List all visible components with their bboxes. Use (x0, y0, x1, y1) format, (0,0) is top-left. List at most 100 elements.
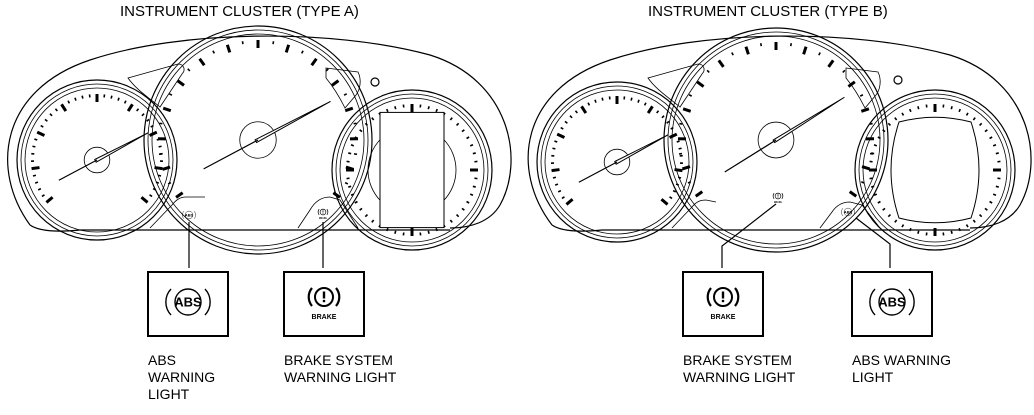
needle-hub (603, 148, 631, 176)
gauge-tick (348, 185, 352, 188)
cluster-a-title: INSTRUMENT CLUSTER (TYPE A) (120, 3, 359, 20)
gauge-bezel-inner (540, 85, 694, 239)
gauge-tick (706, 69, 710, 73)
gauge-tick (168, 93, 173, 96)
gauge-tick (427, 230, 430, 234)
gauge-tick (992, 193, 997, 196)
gauge-bezel-inner (147, 29, 369, 251)
brake-warning-label-b: BRAKE SYSTEM WARNING LIGHT (683, 352, 796, 385)
gauge-tick (965, 224, 969, 228)
gauge-tick (455, 122, 460, 127)
gauge-tick (148, 130, 158, 137)
gauge-tick (978, 122, 983, 127)
gauge-tick (871, 152, 875, 155)
gauge-tick (679, 122, 683, 125)
needle-hub (239, 121, 277, 159)
gauge-tick (36, 130, 46, 137)
gauge-tick (660, 198, 669, 206)
gauge-tick (187, 68, 191, 72)
brake-warning-icon: BRAKE (307, 287, 341, 321)
gauge-tick (717, 59, 725, 68)
gauge-tick (472, 152, 476, 155)
gauge-tick (989, 136, 993, 140)
gauge-tick (344, 106, 354, 113)
gauge-tick (159, 122, 163, 125)
gauge-tick (978, 213, 983, 218)
gauge-tick (901, 224, 905, 228)
abs-icon-circle (174, 288, 202, 316)
gauge-tick (672, 189, 677, 193)
gauge-tick (687, 181, 692, 184)
speedometer-gauge (143, 25, 373, 255)
abs-warning-icon: ABS (165, 288, 211, 316)
cluster-housing (7, 35, 512, 229)
gauge-tick (682, 107, 692, 113)
gauge-tick (630, 97, 633, 101)
leader-line-abs (855, 217, 891, 268)
indicator-panel-right (297, 196, 359, 229)
gauge-face (339, 97, 485, 243)
gauge-tick (848, 190, 858, 198)
gauge-tick (146, 118, 150, 122)
gauge-bezel-inner (335, 93, 489, 247)
gauge-tick (158, 145, 162, 148)
multi-info-display (379, 111, 445, 229)
leader-line-brake (721, 203, 777, 268)
gauge-needle (254, 101, 331, 144)
gauge-needle-tail (578, 161, 618, 183)
gauge-tick (435, 108, 438, 113)
gauge-needle-tail (58, 159, 98, 181)
gauge-tick (54, 108, 58, 112)
gauge-tick (449, 117, 453, 121)
gauge-bezel-outer (16, 79, 178, 241)
gauge-tick (449, 219, 453, 223)
gauge-tick (681, 165, 691, 171)
gauge-needle-tail (724, 139, 777, 173)
gauge-tick (696, 80, 705, 88)
gauge-bezel-outer (663, 27, 889, 253)
gauge-tick (643, 102, 647, 106)
gauge-tick (561, 196, 565, 200)
indicator-panel-left (149, 196, 205, 229)
brake-icon-arcs (307, 287, 341, 307)
gauge-needle (614, 134, 669, 165)
warning-panel-right (325, 67, 361, 109)
gauge-tick (958, 108, 961, 113)
gauge-tick (41, 194, 45, 198)
gauge-tick (284, 44, 291, 53)
brake-icon-dot (322, 299, 326, 303)
gauge-tick (212, 50, 216, 54)
gauge-tick (688, 94, 693, 97)
gauge-tick (637, 99, 640, 103)
brake-icon-arcs (706, 287, 740, 307)
gauge-tick (359, 129, 363, 133)
gauge-tick (958, 227, 961, 232)
gauge-tick (842, 69, 846, 73)
gauge-tick (818, 52, 821, 56)
gauge-tick (44, 118, 48, 122)
gauge-tick (466, 136, 470, 140)
gauge-face (24, 87, 170, 233)
gauge-tick (909, 108, 912, 113)
gauge-tick (594, 99, 597, 103)
gauge-tick (554, 183, 559, 186)
gauge-tick (31, 166, 40, 171)
gauge-bezel-outer (854, 89, 1016, 251)
tachometer-gauge (536, 81, 698, 243)
reset-knob (893, 75, 903, 85)
gauge-tick (350, 144, 355, 147)
gauge-tick (744, 46, 750, 55)
brake-icon-dot (777, 196, 779, 198)
gauge-tick (882, 207, 886, 211)
gauge-tick (371, 117, 375, 121)
gauge-tick (565, 198, 574, 206)
gauge-tick (344, 181, 349, 185)
brake-icon-text: BRAKE (319, 217, 327, 220)
gauge-tick (668, 132, 678, 139)
gauge-tick (569, 115, 573, 119)
gauge-tick (354, 200, 358, 204)
gauge-bezel-inner (667, 31, 885, 249)
abs-warning-label-b: ABS WARNING LIGHT (852, 352, 952, 385)
gauge-tick (656, 110, 660, 114)
brake-icon-arcs (317, 208, 329, 216)
